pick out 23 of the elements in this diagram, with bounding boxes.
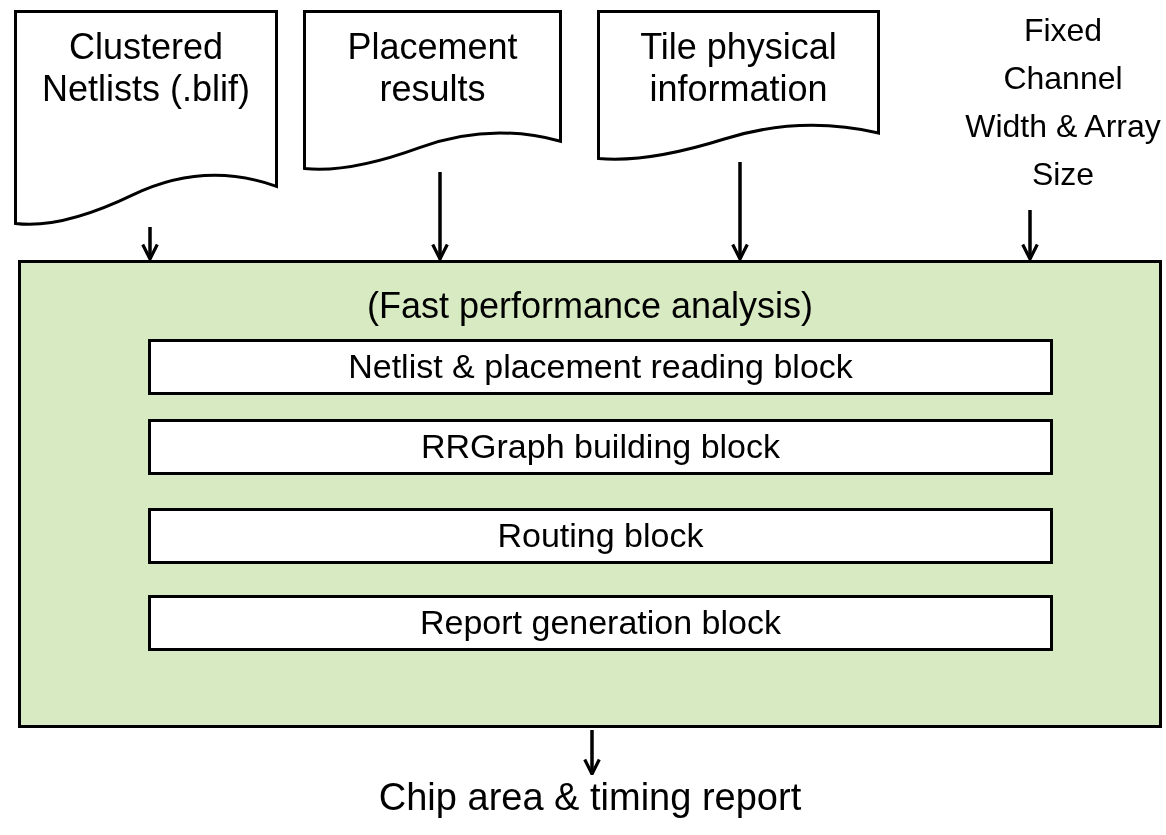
arrow (431, 172, 449, 261)
node-label: Tile physical information (639, 26, 838, 111)
node-label: Placement results (346, 26, 519, 111)
arrow (731, 162, 749, 261)
input-document (303, 10, 562, 170)
node-label: Clustered Netlists (.blif) (41, 26, 251, 111)
container-title: (Fast performance analysis) (365, 285, 815, 328)
block-label: Routing block (496, 515, 705, 557)
input-document (14, 10, 278, 225)
arrow (141, 227, 159, 261)
router-container (18, 260, 1162, 728)
node-label: Fixed Channel Width & Array Size (964, 11, 1162, 194)
process-block (148, 339, 1053, 395)
process-block (148, 508, 1053, 564)
block-label: RRGraph building block (419, 426, 782, 468)
arrow (583, 730, 601, 776)
arrow (1021, 210, 1039, 261)
block-label: Netlist & placement reading block (347, 346, 854, 388)
node-label: Chip area & timing report (377, 775, 803, 820)
process-block (148, 419, 1053, 475)
input-document (597, 10, 880, 160)
block-label: Report generation block (419, 602, 782, 644)
process-block (148, 595, 1053, 651)
